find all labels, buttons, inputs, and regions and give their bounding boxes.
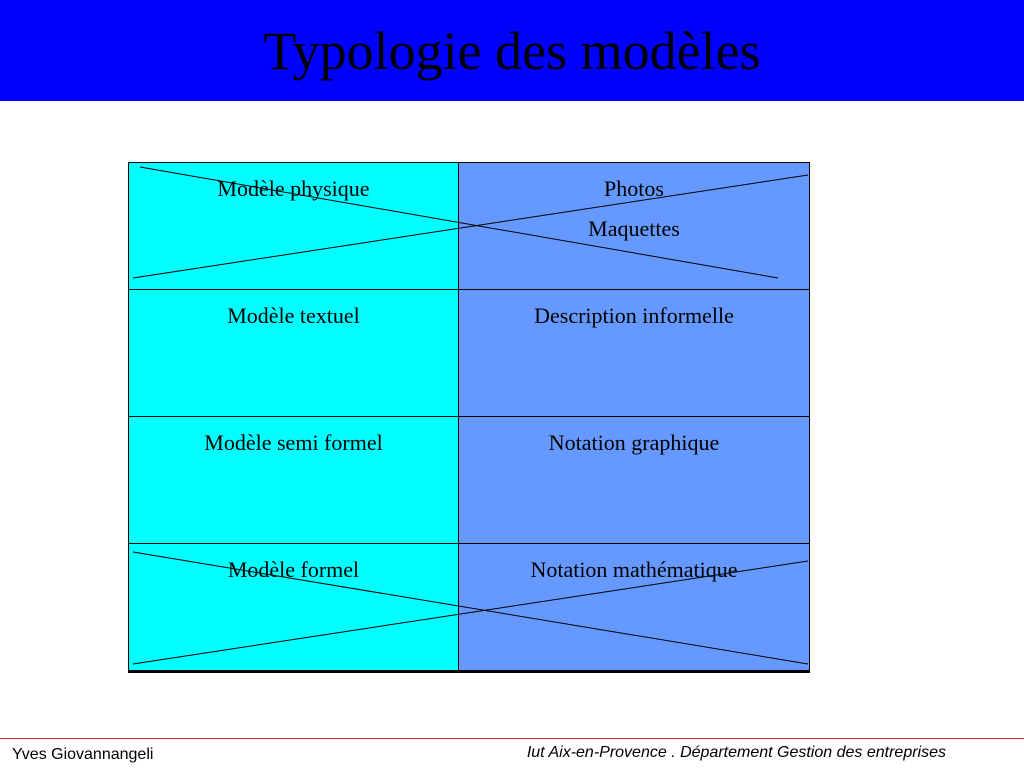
table-row: Modèle formel Notation mathématique <box>128 543 810 673</box>
example-label: Notation graphique <box>548 430 720 455</box>
model-cell: Modèle textuel <box>128 289 459 417</box>
model-label: Modèle semi formel <box>204 430 383 455</box>
model-cell: Modèle formel <box>128 543 459 673</box>
example-label: Photos <box>604 176 664 201</box>
slide-title: Typologie des modèles <box>263 21 761 81</box>
example-label: Description informelle <box>534 303 734 328</box>
model-label: Modèle formel <box>227 557 360 582</box>
example-cell: Notation mathématique <box>458 543 810 673</box>
title-bar <box>0 0 1024 101</box>
footer-institution: Iut Aix-en-Provence . Département Gestio… <box>526 744 946 761</box>
table-row: Modèle physique Photos Maquettes <box>128 162 810 290</box>
model-cell: Modèle physique <box>128 162 459 290</box>
example-cell: Notation graphique <box>458 416 810 544</box>
model-label: Modèle physique <box>217 176 370 201</box>
table-row: Modèle textuel Description informelle <box>128 289 810 417</box>
model-cell: Modèle semi formel <box>128 416 459 544</box>
footer-rule <box>0 738 1024 739</box>
model-label: Modèle textuel <box>227 303 360 328</box>
example-cell: Description informelle <box>458 289 810 417</box>
example-cell: Photos Maquettes <box>458 162 810 290</box>
footer-author: Yves Giovannangeli <box>12 746 154 763</box>
table-row: Modèle semi formel Notation graphique <box>128 416 810 544</box>
example-label: Maquettes <box>588 216 680 241</box>
model-typology-table: Modèle physique Photos Maquettes Modèle … <box>128 162 810 673</box>
example-label: Notation mathématique <box>530 557 738 582</box>
